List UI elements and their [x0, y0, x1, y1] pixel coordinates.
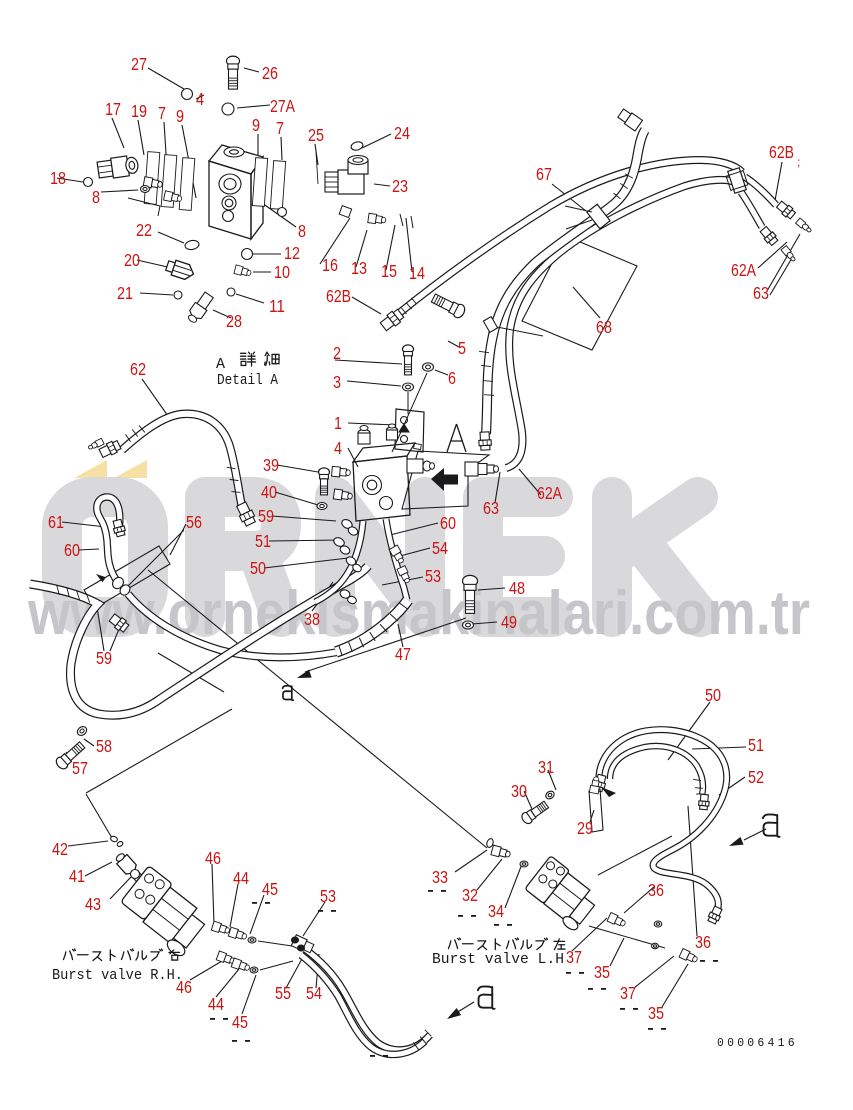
svg-text:31: 31 [538, 757, 554, 777]
svg-text:39: 39 [263, 455, 279, 475]
svg-text:49: 49 [501, 612, 517, 632]
svg-text:35: 35 [648, 1003, 664, 1023]
svg-text:28: 28 [226, 311, 242, 331]
svg-text:46: 46 [176, 977, 192, 997]
svg-text:20: 20 [124, 250, 140, 270]
svg-text:38: 38 [304, 609, 320, 629]
svg-text:54: 54 [432, 538, 448, 558]
svg-text:55: 55 [275, 983, 291, 1003]
svg-text:47: 47 [395, 644, 411, 664]
svg-text:27: 27 [131, 54, 147, 74]
svg-text:9: 9 [252, 115, 260, 135]
svg-text:13: 13 [351, 258, 367, 278]
svg-text:41: 41 [69, 866, 85, 886]
svg-text:9: 9 [176, 106, 184, 126]
svg-text:36: 36 [648, 880, 664, 900]
svg-text:45: 45 [262, 879, 278, 899]
svg-text:4: 4 [196, 89, 204, 109]
svg-text:Detail A: Detail A [217, 372, 278, 389]
svg-text:33: 33 [432, 867, 448, 887]
svg-text:56: 56 [186, 512, 202, 532]
svg-text:67: 67 [536, 164, 552, 184]
svg-text:26: 26 [262, 63, 278, 83]
svg-text:16: 16 [322, 255, 338, 275]
svg-text:68: 68 [596, 317, 612, 337]
svg-text:18: 18 [50, 168, 66, 188]
svg-text:14: 14 [409, 263, 425, 283]
svg-text:43: 43 [85, 894, 101, 914]
svg-text:29: 29 [577, 818, 593, 838]
svg-text:35: 35 [594, 962, 610, 982]
svg-text:A: A [216, 356, 225, 373]
svg-text:32: 32 [462, 885, 478, 905]
svg-text:19: 19 [131, 101, 147, 121]
svg-text:10: 10 [274, 262, 290, 282]
svg-text:53: 53 [320, 886, 336, 906]
svg-text:34: 34 [488, 901, 504, 921]
svg-text:58: 58 [96, 736, 112, 756]
svg-text:24: 24 [394, 123, 410, 143]
svg-text:50: 50 [250, 558, 266, 578]
svg-text:42: 42 [52, 839, 68, 859]
svg-text:50: 50 [705, 685, 721, 705]
svg-text:62A: 62A [731, 260, 756, 280]
svg-text:1: 1 [334, 413, 342, 433]
svg-text:52: 52 [748, 767, 764, 787]
svg-text:3: 3 [333, 372, 341, 392]
svg-text:44: 44 [208, 994, 224, 1014]
svg-text:Burst valve R.H.: Burst valve R.H. [52, 968, 183, 984]
svg-text:25: 25 [308, 125, 324, 145]
svg-text:61: 61 [48, 512, 64, 532]
svg-text:;: ; [797, 155, 800, 169]
svg-text:57: 57 [72, 758, 88, 778]
svg-text:60: 60 [440, 513, 456, 533]
svg-text:37: 37 [566, 947, 582, 967]
svg-text:46: 46 [205, 848, 221, 868]
svg-text:15: 15 [381, 261, 397, 281]
svg-text:7: 7 [158, 103, 166, 123]
svg-text:11: 11 [269, 296, 285, 316]
svg-text:22: 22 [136, 220, 152, 240]
svg-text:51: 51 [748, 735, 764, 755]
svg-text:60: 60 [64, 540, 80, 560]
svg-text:63: 63 [483, 498, 499, 518]
svg-text:12: 12 [284, 243, 300, 263]
svg-text:17: 17 [105, 99, 121, 119]
svg-text:8: 8 [298, 221, 306, 241]
svg-text:62B: 62B [769, 142, 794, 162]
svg-text:23: 23 [392, 176, 408, 196]
svg-text:59: 59 [96, 648, 112, 668]
svg-text:40: 40 [261, 482, 277, 502]
svg-text:5: 5 [458, 338, 466, 358]
svg-text:63: 63 [753, 283, 769, 303]
svg-text:6: 6 [448, 368, 456, 388]
svg-text:30: 30 [511, 781, 527, 801]
svg-text:37: 37 [620, 983, 636, 1003]
svg-text:59: 59 [258, 506, 274, 526]
svg-text:45: 45 [232, 1012, 248, 1032]
svg-text:Burst valve L.H: Burst valve L.H [432, 952, 564, 968]
svg-text:00006416: 00006416 [717, 1037, 798, 1050]
svg-text:48: 48 [509, 578, 525, 598]
svg-text:2: 2 [333, 343, 341, 363]
svg-text:62B: 62B [326, 286, 351, 306]
svg-text:44: 44 [233, 868, 249, 888]
svg-text:36: 36 [695, 932, 711, 952]
svg-text:27A: 27A [270, 96, 295, 116]
svg-text:54: 54 [306, 983, 322, 1003]
svg-text:62A: 62A [537, 483, 562, 503]
svg-text:8: 8 [92, 187, 100, 207]
svg-text:51: 51 [255, 531, 271, 551]
svg-text:62: 62 [130, 359, 146, 379]
svg-text:7: 7 [276, 118, 284, 138]
svg-text:53: 53 [425, 566, 441, 586]
svg-text:21: 21 [117, 283, 133, 303]
svg-text:4: 4 [334, 438, 342, 458]
